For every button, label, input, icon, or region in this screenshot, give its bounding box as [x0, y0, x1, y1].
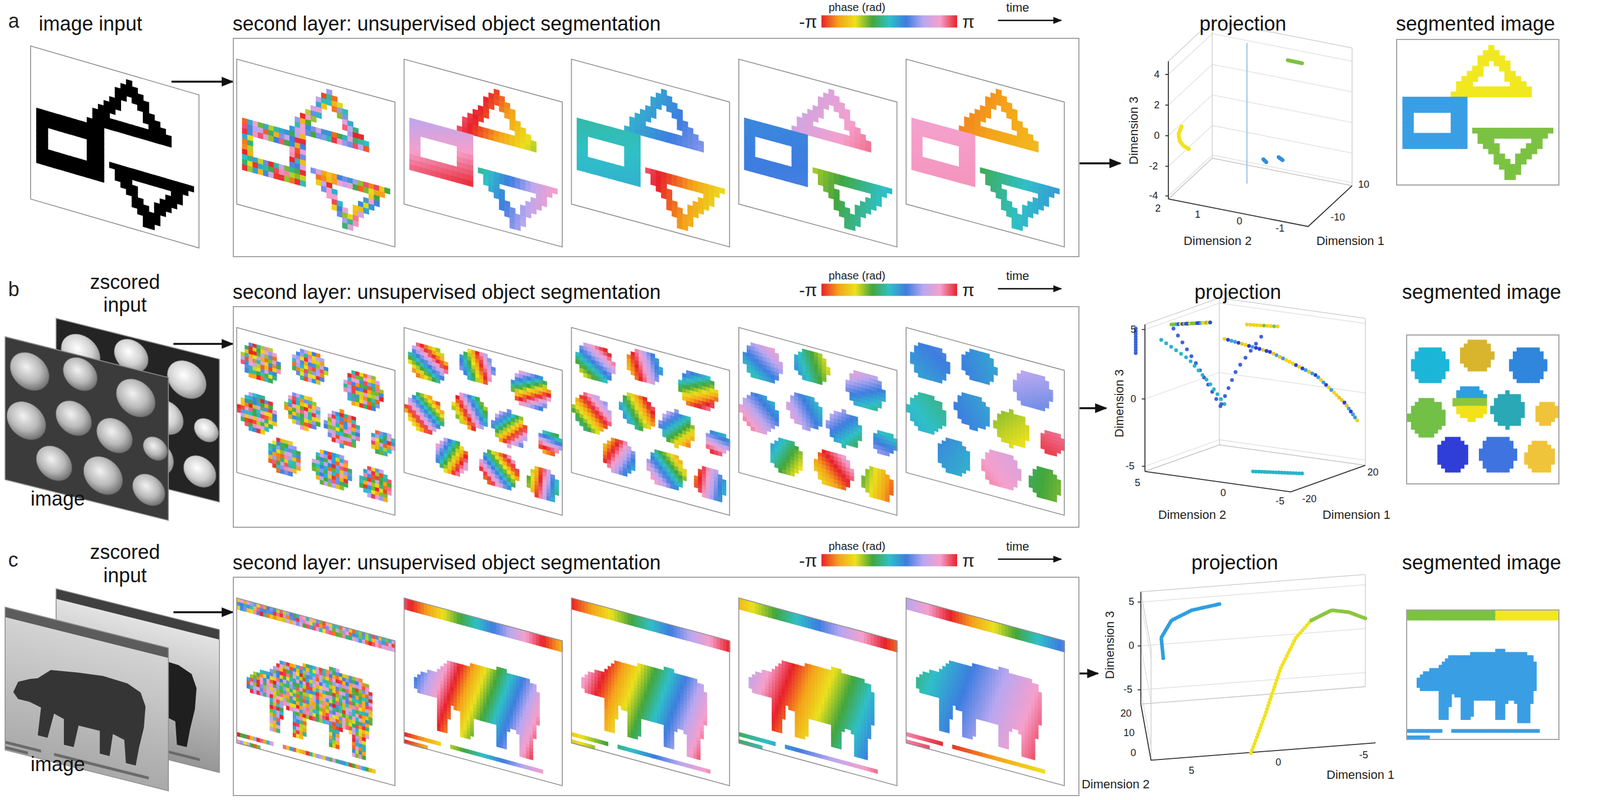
figure-stage: image inputsecond layer: unsupervised ob… — [0, 0, 1600, 800]
